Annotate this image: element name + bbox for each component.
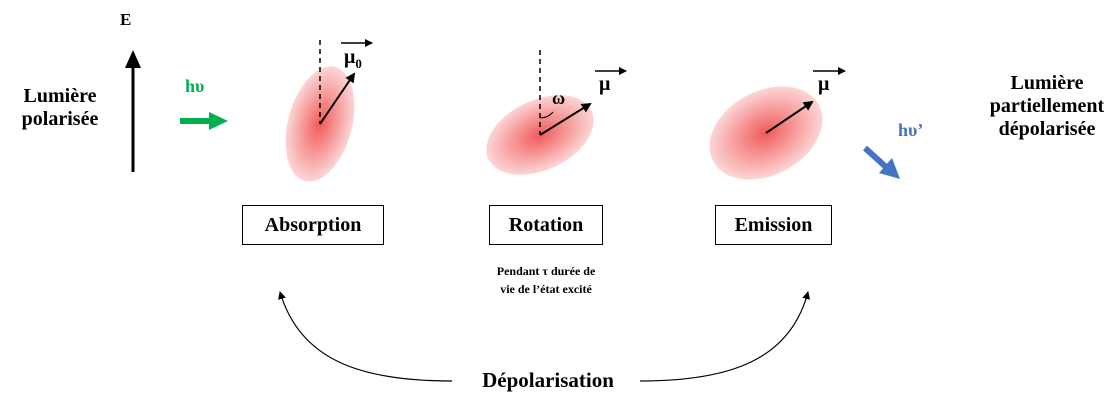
outgoing-label-line3: dépolarisée [982, 118, 1112, 141]
mu0-symbol: μ [344, 46, 355, 68]
rotation-box: Rotation [489, 205, 603, 245]
outgoing-label-line2: partiellement [982, 95, 1112, 118]
depolarization-label: Dépolarisation [462, 368, 634, 392]
mu0-subscript: 0 [355, 56, 362, 71]
rotation-note-line1: Pendant τ durée de [476, 262, 616, 280]
rotation-molecule [474, 50, 626, 191]
incident-label-line2: polarisée [10, 108, 110, 131]
rotation-note: Pendant τ durée de vie de l’état excité [476, 262, 616, 298]
mu-emission-label: μ [818, 73, 829, 96]
absorption-box: Absorption [242, 205, 384, 245]
photon-out-label: hυ’ [898, 120, 923, 141]
omega-label: ω [552, 88, 565, 109]
incoming-photon-arrow [180, 112, 228, 130]
emission-box: Emission [715, 205, 832, 245]
electric-field-arrow [125, 50, 141, 172]
outgoing-light-label: Lumière partiellement dépolarisée [982, 72, 1112, 141]
incident-label-line1: Lumière [10, 85, 110, 108]
rotation-note-line2: vie de l’état excité [476, 280, 616, 298]
field-label: E [120, 10, 131, 30]
incident-light-label: Lumière polarisée [10, 85, 110, 131]
outgoing-label-line1: Lumière [982, 72, 1112, 95]
photon-in-label: hυ [185, 76, 204, 97]
mu0-label: μ0 [344, 46, 362, 72]
mu-rotation-label: μ [599, 73, 610, 96]
outgoing-photon-arrow [865, 148, 900, 179]
